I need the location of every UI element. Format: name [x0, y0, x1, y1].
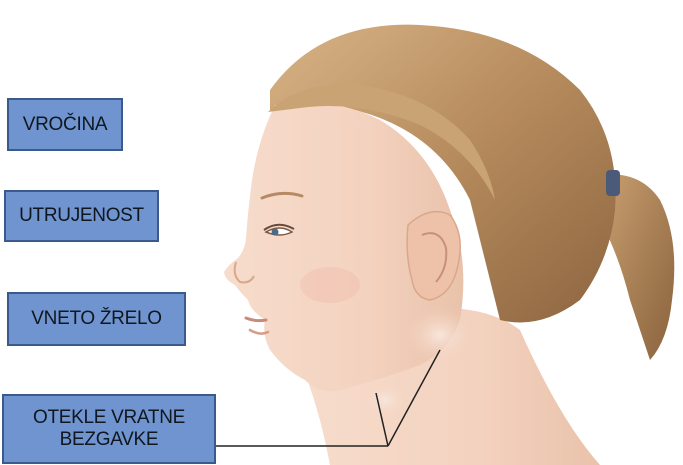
- swollen-gland: [405, 307, 475, 363]
- symptom-label-sore-throat: VNETO ŽRELO: [7, 292, 186, 346]
- hair-tie: [606, 170, 620, 196]
- symptom-label-swollen-nodes: OTEKLE VRATNE BEZGAVKE: [2, 394, 216, 464]
- symptom-label-fever: VROČINA: [7, 98, 123, 151]
- symptom-label-fatigue: UTRUJENOST: [4, 190, 159, 242]
